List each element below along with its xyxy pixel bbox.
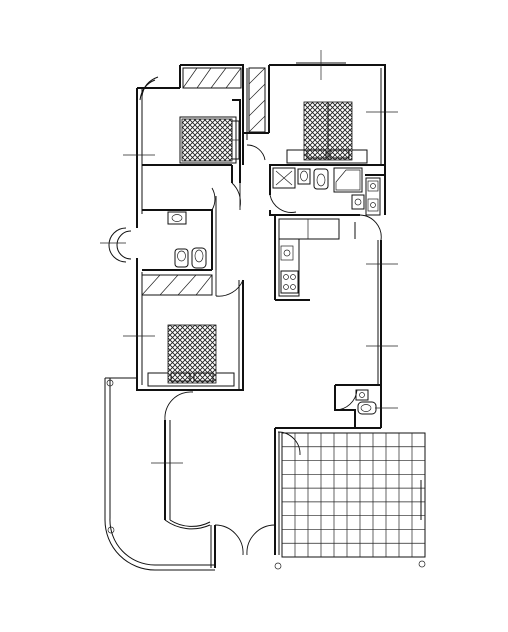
bathroom-west-fixtures xyxy=(167,211,207,269)
bay-window-west xyxy=(108,227,127,263)
bathroom-north-fixtures xyxy=(272,167,381,216)
doors xyxy=(164,144,382,568)
double-bed-ne xyxy=(286,101,368,164)
double-bed-sw xyxy=(147,324,235,387)
window-markers xyxy=(100,50,398,464)
tiled-terrace xyxy=(281,432,426,558)
wc-east-fixtures xyxy=(355,389,377,415)
wall-ne-top xyxy=(269,64,386,165)
entrance-door-right xyxy=(246,524,276,556)
outer-walls xyxy=(108,62,386,555)
entrance-door-left xyxy=(214,524,244,556)
wardrobes xyxy=(141,67,266,296)
wall-nw-top xyxy=(179,64,244,90)
terrace-curve xyxy=(104,377,426,571)
tile-grid xyxy=(282,433,425,557)
double-bed-nw xyxy=(179,116,240,164)
kitchen xyxy=(278,218,356,297)
